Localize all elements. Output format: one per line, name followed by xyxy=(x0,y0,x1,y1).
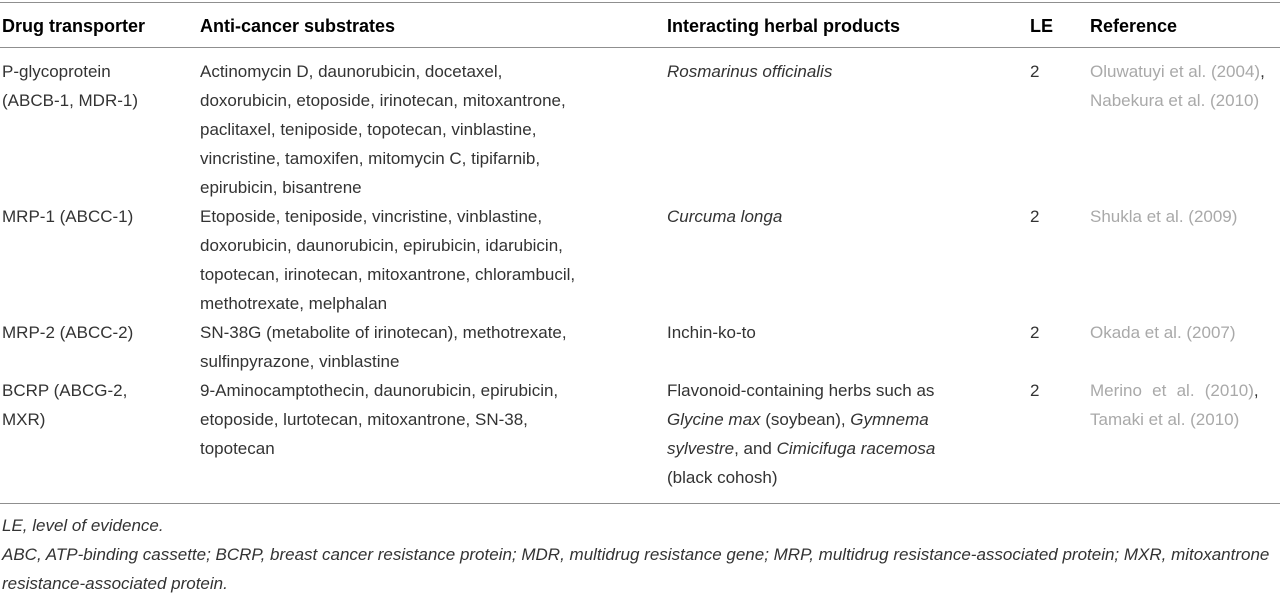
table-header-row: Drug transporter Anti-cancer substrates … xyxy=(0,3,1280,47)
citation-link[interactable]: Oluwatuyi et al. (2004) xyxy=(1090,62,1261,81)
substrates-line: Etoposide, teniposide, vincristine, vinb… xyxy=(200,207,543,226)
cell-drug-transporter: MRP-1 (ABCC-1) xyxy=(0,202,200,318)
reference-line: Oluwatuyi et al. (2004), xyxy=(1090,57,1280,86)
species-name-italic: Rosmarinus officinalis xyxy=(667,62,833,81)
cell-interacting-herbal-products: Curcuma longa xyxy=(667,202,1030,318)
herbal-text: , and xyxy=(734,439,777,458)
cell-le: 2 xyxy=(1030,318,1090,376)
footnote-abbreviations-line-2: resistance-associated protein. xyxy=(2,574,228,593)
table-footnotes: LE, level of evidence. ABC, ATP-binding … xyxy=(0,504,1280,596)
reference-line: Okada et al. (2007) xyxy=(1090,318,1280,347)
reference-line: Shukla et al. (2009) xyxy=(1090,202,1280,231)
substrates-line: vincristine, tamoxifen, mitomycin C, tip… xyxy=(200,149,541,168)
cell-drug-transporter: MRP-2 (ABCC-2) xyxy=(0,318,200,376)
table-row: P-glycoprotein (ABCB-1, MDR-1) Actinomyci… xyxy=(0,57,1280,202)
reference-line: Merino et al. (2010), xyxy=(1090,376,1280,405)
le-value: 2 xyxy=(1030,323,1040,342)
cell-drug-transporter: P-glycoprotein (ABCB-1, MDR-1) xyxy=(0,57,200,202)
herbal-text: Flavonoid-containing herbs such as xyxy=(667,381,935,400)
transporter-name-line: (ABCB-1, MDR-1) xyxy=(2,91,139,110)
table-row: BCRP (ABCG-2, MXR) 9-Aminocamptothecin, d… xyxy=(0,376,1280,492)
cell-anti-cancer-substrates: 9-Aminocamptothecin, daunorubicin, epiru… xyxy=(200,376,667,492)
substrates-line: etoposide, lurtotecan, mitoxantrone, SN-… xyxy=(200,410,528,429)
substrates-line: topotecan, irinotecan, mitoxantrone, chl… xyxy=(200,265,576,284)
herbal-product-line: Curcuma longa xyxy=(667,202,1030,231)
table-row: MRP-1 (ABCC-1) Etoposide, teniposide, vi… xyxy=(0,202,1280,318)
substrates-line: doxorubicin, etoposide, irinotecan, mito… xyxy=(200,91,566,110)
le-value: 2 xyxy=(1030,207,1040,226)
table-top-rule xyxy=(0,2,1280,3)
species-name-italic: Gymnema xyxy=(850,410,929,429)
citation-link[interactable]: Nabekura et al. (2010) xyxy=(1090,91,1260,110)
reference-line: Nabekura et al. (2010) xyxy=(1090,86,1280,115)
herbal-text: (black cohosh) xyxy=(667,468,778,487)
transporter-name-line: MXR) xyxy=(2,410,46,429)
cell-reference: Okada et al. (2007) xyxy=(1090,318,1280,376)
cell-anti-cancer-substrates: Etoposide, teniposide, vincristine, vinb… xyxy=(200,202,667,318)
citation-link[interactable]: Tamaki et al. (2010) xyxy=(1090,410,1240,429)
cell-drug-transporter: BCRP (ABCG-2, MXR) xyxy=(0,376,200,492)
substrates-line: 9-Aminocamptothecin, daunorubicin, epiru… xyxy=(200,381,559,400)
citation-separator-comma: , xyxy=(1253,381,1259,400)
substrates-line: sulfinpyrazone, vinblastine xyxy=(200,352,400,371)
herbal-product-line: sylvestre, and Cimicifuga racemosa xyxy=(667,434,1030,463)
substrates-line: epirubicin, bisantrene xyxy=(200,178,362,197)
herbal-text: Inchin-ko-to xyxy=(667,323,756,342)
footnote-le-definition: LE, level of evidence. xyxy=(2,516,164,535)
table-header-rule xyxy=(0,47,1280,48)
herbal-product-line: Flavonoid-containing herbs such as xyxy=(667,376,1030,405)
species-name-italic: Curcuma longa xyxy=(667,207,783,226)
footnote-abbreviations-line-1: ABC, ATP-binding cassette; BCRP, breast … xyxy=(2,545,1270,564)
herbal-product-line: Inchin-ko-to xyxy=(667,318,1030,347)
column-header-reference: Reference xyxy=(1090,16,1178,36)
cell-interacting-herbal-products: Inchin-ko-to xyxy=(667,318,1030,376)
citation-link[interactable]: Okada et al. (2007) xyxy=(1090,323,1236,342)
herbal-product-line: Glycine max (soybean), Gymnema xyxy=(667,405,1030,434)
cell-reference: Oluwatuyi et al. (2004),Nabekura et al. … xyxy=(1090,57,1280,202)
reference-line: Tamaki et al. (2010) xyxy=(1090,405,1280,434)
column-header-drug-transporter: Drug transporter xyxy=(2,16,146,36)
cell-reference: Shukla et al. (2009) xyxy=(1090,202,1280,318)
substrates-line: SN-38G (metabolite of irinotecan), metho… xyxy=(200,323,567,342)
cell-le: 2 xyxy=(1030,376,1090,492)
transporter-name-line: BCRP (ABCG-2, xyxy=(2,381,128,400)
cell-interacting-herbal-products: Rosmarinus officinalis xyxy=(667,57,1030,202)
transporter-name-line: P-glycoprotein xyxy=(2,62,111,81)
cell-interacting-herbal-products: Flavonoid-containing herbs such as Glycin… xyxy=(667,376,1030,492)
transporter-name-line: MRP-2 (ABCC-2) xyxy=(2,323,134,342)
cell-le: 2 xyxy=(1030,57,1090,202)
cell-le: 2 xyxy=(1030,202,1090,318)
column-header-le: LE xyxy=(1030,16,1054,36)
substrates-line: methotrexate, melphalan xyxy=(200,294,388,313)
le-value: 2 xyxy=(1030,381,1040,400)
table-row: MRP-2 (ABCC-2) SN-38G (metabolite of iri… xyxy=(0,318,1280,376)
table-body: P-glycoprotein (ABCB-1, MDR-1) Actinomyci… xyxy=(0,48,1280,503)
substrates-line: Actinomycin D, daunorubicin, docetaxel, xyxy=(200,62,503,81)
substrates-line: topotecan xyxy=(200,439,275,458)
species-name-italic: sylvestre xyxy=(667,439,735,458)
table-bottom-rule xyxy=(0,503,1280,504)
cell-reference: Merino et al. (2010), Tamaki et al. (2010… xyxy=(1090,376,1280,492)
substrates-line: doxorubicin, daunorubicin, epirubicin, i… xyxy=(200,236,563,255)
cell-anti-cancer-substrates: SN-38G (metabolite of irinotecan), metho… xyxy=(200,318,667,376)
herbal-text: (soybean), xyxy=(760,410,851,429)
citation-link[interactable]: Shukla et al. (2009) xyxy=(1090,207,1238,226)
herbal-product-line: Rosmarinus officinalis xyxy=(667,57,1030,86)
substrates-line: paclitaxel, teniposide, topotecan, vinbl… xyxy=(200,120,537,139)
herbal-product-line: (black cohosh) xyxy=(667,463,1030,492)
cell-anti-cancer-substrates: Actinomycin D, daunorubicin, docetaxel, d… xyxy=(200,57,667,202)
citation-separator-comma: , xyxy=(1260,62,1265,81)
column-header-anti-cancer-substrates: Anti-cancer substrates xyxy=(200,16,396,36)
species-name-italic: Glycine max xyxy=(667,410,761,429)
column-header-interacting-herbal-products: Interacting herbal products xyxy=(667,16,901,36)
citation-link[interactable]: Merino et al. (2010) xyxy=(1090,381,1254,400)
species-name-italic: Cimicifuga racemosa xyxy=(776,439,936,458)
le-value: 2 xyxy=(1030,62,1040,81)
transporter-name-line: MRP-1 (ABCC-1) xyxy=(2,207,134,226)
